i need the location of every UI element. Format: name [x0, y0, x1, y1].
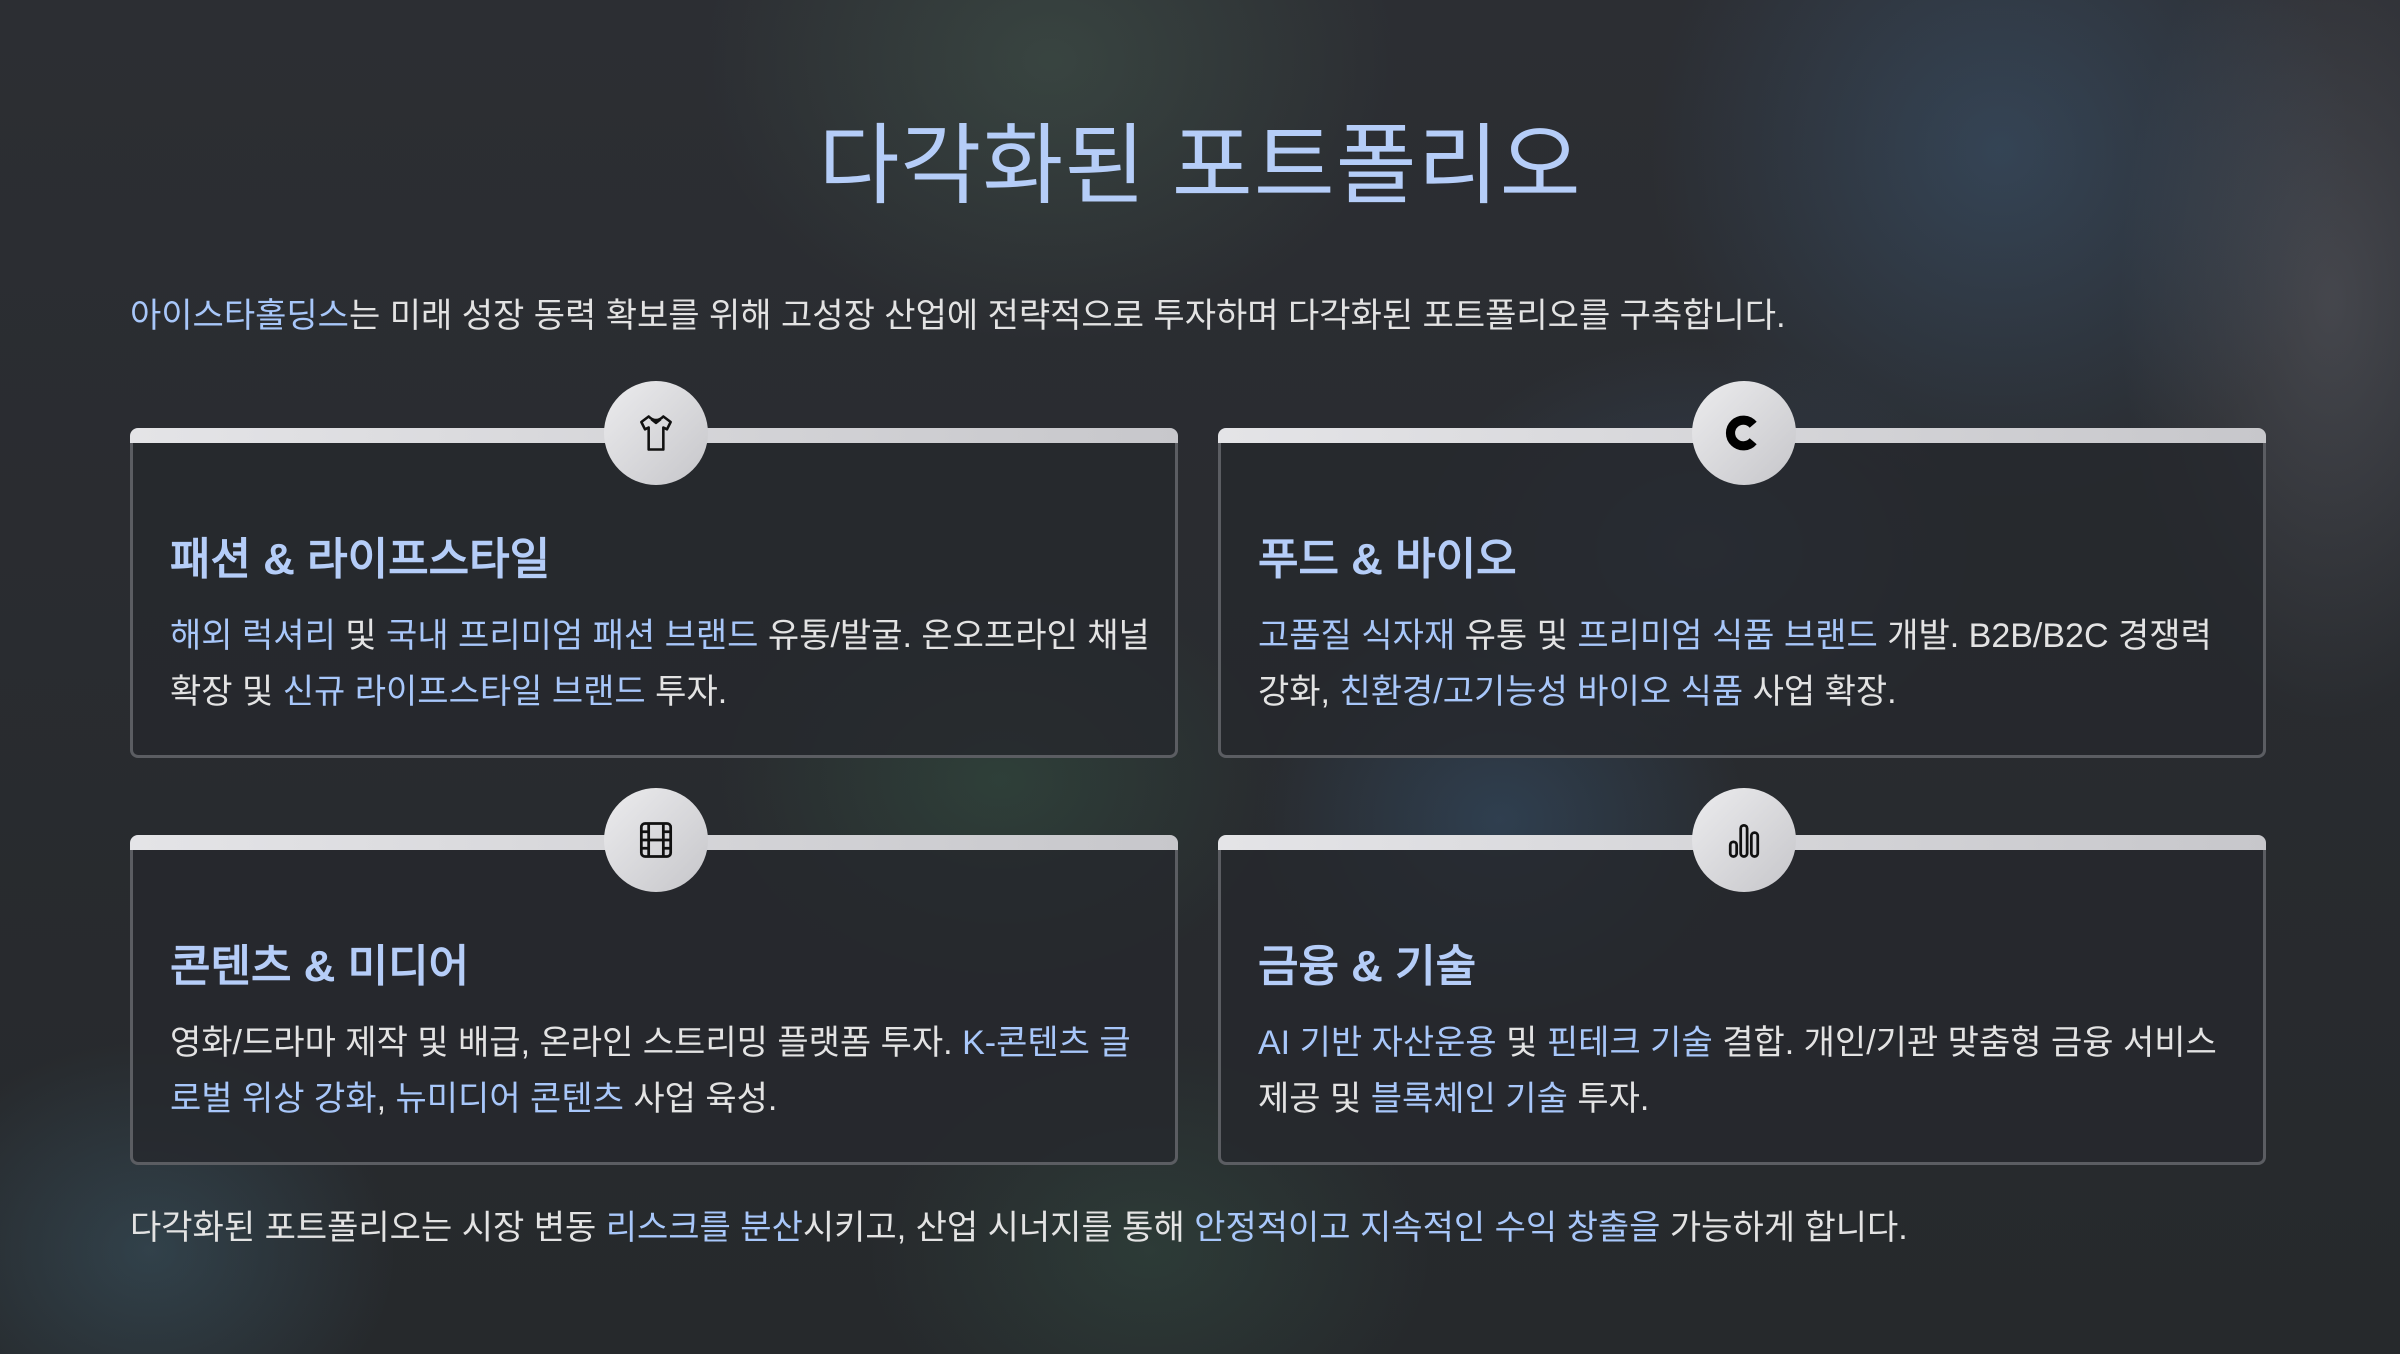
highlighted-text: 아이스타홀딩스	[130, 297, 349, 335]
card-title: 금융 & 기술	[1258, 942, 1477, 991]
card-content-media: 콘텐츠 & 미디어 영화/드라마 제작 및 배급, 온라인 스트리밍 플랫폼 투…	[130, 788, 1178, 1165]
highlighted-text: 친환경/고기능성 바이오 식품	[1339, 673, 1744, 711]
text-segment: 가능하게 합니다.	[1660, 1209, 1908, 1247]
highlighted-text: 프리미엄 식품 브랜드	[1577, 617, 1878, 655]
highlighted-text: 국내 프리미엄 패션 브랜드	[386, 617, 759, 655]
text-segment: 및	[1496, 1024, 1547, 1062]
text-segment: 투자.	[645, 673, 728, 711]
text-segment: 투자.	[1567, 1080, 1650, 1118]
card-food-bio: 푸드 & 바이오 고품질 식자재 유통 및 프리미엄 식품 브랜드 개발. B2…	[1218, 381, 2266, 758]
c-logo-icon	[1692, 381, 1796, 485]
text-segment: 개발. B2B/B2C 경쟁력 강화,	[1258, 617, 2212, 711]
text-segment: 사업 육성.	[623, 1080, 778, 1118]
highlighted-text: 해외 럭셔리	[170, 617, 336, 655]
tshirt-icon	[604, 381, 708, 485]
highlighted-text: 블록체인 기술	[1370, 1080, 1568, 1118]
text-segment: 및	[335, 617, 387, 655]
card-description: AI 기반 자산운용 및 핀테크 기술 결합. 개인/기관 맞춤형 금융 서비스…	[1258, 1015, 2248, 1127]
intro-text: 아이스타홀딩스는 미래 성장 동력 확보를 위해 고성장 산업에 전략적으로 투…	[130, 288, 1786, 337]
text-segment: 는 미래 성장 동력 확보를 위해 고성장 산업에 전략적으로 투자하며 다각화…	[348, 297, 1786, 335]
text-segment: 사업 확장.	[1743, 673, 1897, 711]
text-segment: ,	[376, 1080, 396, 1118]
film-icon	[604, 788, 708, 892]
footer-text: 다각화된 포트폴리오는 시장 변동 리스크를 분산시키고, 산업 시너지를 통해…	[130, 1200, 1908, 1249]
highlighted-text: 신규 라이프스타일 브랜드	[282, 673, 646, 711]
text-segment: 유통/발굴. 온오프라인 채널 확장 및	[170, 617, 1150, 711]
highlighted-text: AI 기반 자산운용	[1258, 1024, 1497, 1062]
card-title: 콘텐츠 & 미디어	[170, 942, 470, 991]
card-description: 영화/드라마 제작 및 배급, 온라인 스트리밍 플랫폼 투자. K-콘텐츠 글…	[170, 1015, 1160, 1127]
text-segment: 결합. 개인/기관 맞춤형 금융 서비스 제공 및	[1258, 1024, 2217, 1118]
text-segment: 시키고, 산업 시너지를 통해	[802, 1209, 1195, 1247]
text-segment: 유통 및	[1455, 617, 1578, 655]
card-title: 푸드 & 바이오	[1258, 535, 1517, 584]
highlighted-text: K-콘텐츠 글로벌 위상 강화	[170, 1024, 1131, 1118]
text-segment: 다각화된 포트폴리오는 시장 변동	[130, 1209, 606, 1247]
card-description: 고품질 식자재 유통 및 프리미엄 식품 브랜드 개발. B2B/B2C 경쟁력…	[1258, 608, 2248, 720]
card-title: 패션 & 라이프스타일	[170, 535, 551, 584]
text-segment: 영화/드라마 제작 및 배급, 온라인 스트리밍 플랫폼 투자.	[170, 1024, 963, 1062]
highlighted-text: 리스크를 분산	[605, 1209, 803, 1247]
bar-chart-icon	[1692, 788, 1796, 892]
page-title: 다각화된 포트폴리오	[818, 116, 1582, 215]
card-finance-tech: 금융 & 기술 AI 기반 자산운용 및 핀테크 기술 결합. 개인/기관 맞춤…	[1218, 788, 2266, 1165]
highlighted-text: 핀테크 기술	[1546, 1024, 1713, 1062]
card-description: 해외 럭셔리 및 국내 프리미엄 패션 브랜드 유통/발굴. 온오프라인 채널 …	[170, 608, 1160, 720]
highlighted-text: 고품질 식자재	[1258, 617, 1456, 655]
card-fashion-lifestyle: 패션 & 라이프스타일 해외 럭셔리 및 국내 프리미엄 패션 브랜드 유통/발…	[130, 381, 1178, 758]
highlighted-text: 안정적이고 지속적인 수익 창출을	[1194, 1209, 1661, 1247]
highlighted-text: 뉴미디어 콘텐츠	[395, 1080, 624, 1118]
